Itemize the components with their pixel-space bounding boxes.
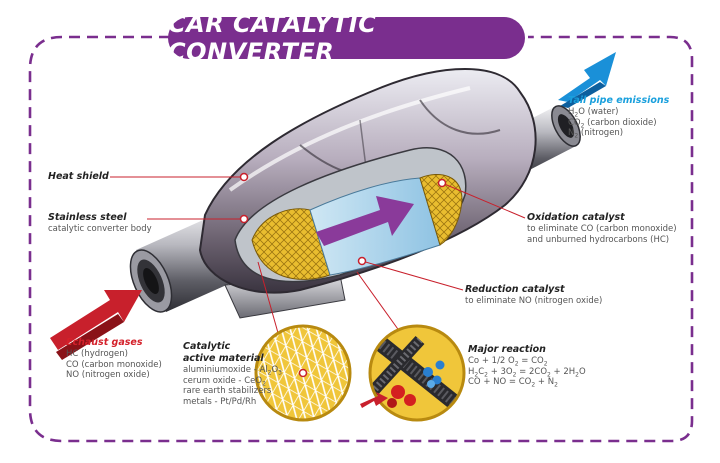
reduction-line-1: to eliminate NO (nitrogen oxide) xyxy=(465,296,603,306)
major-reaction-label: Major reaction Co + 1/2 O2 = CO2 H2C2 + … xyxy=(468,344,586,388)
major-reaction-title: Major reaction xyxy=(468,344,546,355)
leader-lines xyxy=(110,176,526,341)
oxidation-line-2: and unburned hydrocarbons (HC) xyxy=(527,234,670,245)
stainless-steel-line-1: catalytic converter body xyxy=(48,224,152,234)
catalytic-line-3: rare earth stabilizers xyxy=(183,386,272,396)
catalytic-line-4: metals - Pt/Pd/Rh xyxy=(183,396,257,407)
exhaust-line-2: CO (carbon monoxide) xyxy=(66,359,162,370)
stainless-steel-label: Stainless steel catalytic converter body xyxy=(48,212,152,235)
stainless-steel-title: Stainless steel xyxy=(48,212,127,223)
reaction-line-3: CO + NO = CO2 + N2 xyxy=(468,377,558,389)
reduction-marker xyxy=(357,256,367,266)
tail-pipe-line-2: CO2 (carbon dioxide) xyxy=(568,117,657,130)
tail-pipe-label: Tail pipe emissions H2O (water) CO2 (car… xyxy=(568,95,669,139)
tail-pipe-line-1: H2O (water) xyxy=(568,107,619,119)
heat-shield-marker xyxy=(239,172,249,182)
oxidation-catalyst-block xyxy=(419,174,463,246)
tail-pipe-line-3: N2 (nitrogen) xyxy=(568,128,624,140)
page-title: CAR CATALYTIC CONVERTER xyxy=(168,10,377,66)
heat-shield-title: Heat shield xyxy=(48,171,109,182)
reduction-label: Reduction catalyst to eliminate NO (nitr… xyxy=(465,284,602,307)
oxidation-marker xyxy=(437,178,447,188)
cutaway-interior xyxy=(234,147,467,283)
catalytic-line-2: cerum oxide - CeO2 xyxy=(183,375,266,388)
reaction-arrow xyxy=(360,392,388,408)
stainless-steel-marker xyxy=(239,214,249,224)
dashed-border xyxy=(28,35,694,443)
reaction-zoom-circle xyxy=(368,324,466,422)
outlet-arrow xyxy=(558,52,616,108)
exhaust-title: Echaust gases xyxy=(66,337,143,348)
heat-shield-label: Heat shield xyxy=(48,171,109,183)
exhaust-line-1: HC (hydrogen) xyxy=(66,349,128,359)
flow-arrow xyxy=(316,196,414,246)
catalytic-title-1: Catalytic xyxy=(183,341,231,352)
reaction-line-1: Co + 1/2 O2 = CO2 xyxy=(468,356,548,368)
title-banner: CAR CATALYTIC CONVERTER xyxy=(168,10,525,66)
reduction-title: Reduction catalyst xyxy=(465,284,565,295)
catalytic-title-2: active material xyxy=(183,353,264,364)
catalytic-label: Catalytic active material aluminiumoxide… xyxy=(183,341,282,407)
oxidation-label: Oxidation catalyst to eliminate CO (carb… xyxy=(527,212,677,245)
oxidation-line-1: to eliminate CO (carbon monoxide) xyxy=(527,224,677,234)
catalytic-line-1: aluminiumoxide - Al2O3 xyxy=(183,365,282,377)
oxidation-title: Oxidation catalyst xyxy=(527,212,625,223)
exhaust-label: Echaust gases HC (hydrogen) CO (carbon m… xyxy=(66,337,162,381)
honeycomb-zoom-circle xyxy=(254,324,352,422)
reaction-line-2: H2C2 + 3O2 = 2CO2 + 2H2O xyxy=(468,366,586,379)
exhaust-line-3: NO (nitrogen oxide) xyxy=(66,370,150,380)
inlet-arrow xyxy=(50,290,142,360)
tail-pipe-title: Tail pipe emissions xyxy=(568,95,670,106)
